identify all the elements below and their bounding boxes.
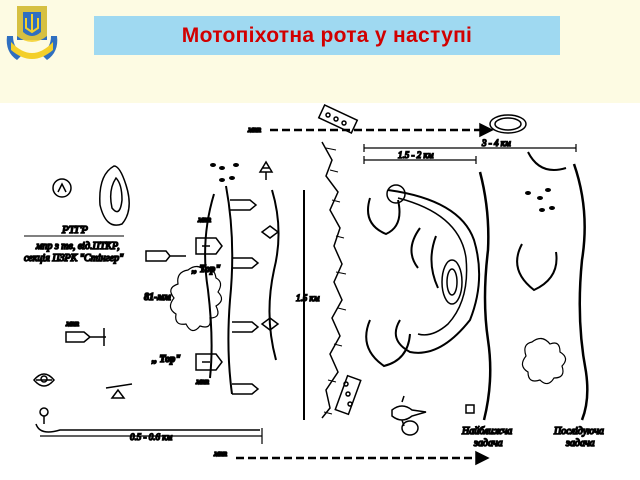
immediate-task-label-2: задача xyxy=(473,438,503,449)
artillery-area xyxy=(169,265,223,332)
mpp-mid-label: мпп xyxy=(197,215,211,224)
objective-ellipse-bottom xyxy=(401,420,419,436)
vehicle-left xyxy=(145,250,186,262)
enemy-arc-5 xyxy=(516,243,558,292)
mortar-icon xyxy=(105,383,133,399)
rtgr-composition: мпр з тв, від.ПТКР, xyxy=(35,241,120,252)
dim-1-5-km-label: 1.5 км xyxy=(296,293,320,303)
enemy-vehicle-top xyxy=(195,237,223,255)
obstacle-line xyxy=(321,141,343,419)
enemy-arc-3 xyxy=(430,235,439,289)
dim-3-4-km xyxy=(363,144,577,152)
diamond-2 xyxy=(260,317,280,331)
immediate-task-line xyxy=(478,171,492,421)
dots-group-top xyxy=(210,163,239,182)
dim-0-5-0-6-km xyxy=(40,428,263,444)
enemy-arc-4 xyxy=(365,319,411,368)
dim-1-5-2-km xyxy=(363,156,477,164)
minefield-box-bottom xyxy=(334,374,362,416)
objective-ellipse-top xyxy=(489,114,527,134)
subsequent-task-label-1: Послідуюча xyxy=(553,426,604,437)
mortar-81-label: 81-мм xyxy=(144,292,171,303)
dots-group-right xyxy=(525,188,555,212)
subsequent-task-line xyxy=(572,163,589,421)
rtgr-stinger: секція ПЗРК "Стінгер" xyxy=(24,253,124,264)
assault-curve-inner xyxy=(397,197,468,336)
minefield-box-top xyxy=(317,104,359,134)
mpp-left-label: мпп xyxy=(65,319,79,328)
coat-of-arms-icon xyxy=(6,6,58,60)
enemy-reserve-area xyxy=(521,337,567,385)
subsequent-task-label-2: задача xyxy=(565,438,595,449)
obstacle-ticks xyxy=(323,147,347,415)
unit-line-1 xyxy=(204,193,215,379)
dim-1-5-2-km-label: 1.5 - 2 км xyxy=(398,150,434,160)
mpp-low-label: мпп xyxy=(195,377,209,386)
flags-line-2 xyxy=(230,199,260,395)
mpp-bottom-label: мпп xyxy=(213,449,227,458)
attack-origin-circle xyxy=(386,184,406,204)
enemy-arc-1 xyxy=(367,197,401,236)
dim-3-4-km-label: 3 - 4 км xyxy=(481,138,511,148)
tor-bottom-label: ,, Тор" xyxy=(151,354,181,365)
page-title: Мотопіхотна рота у наступі xyxy=(181,23,473,47)
tree-icon xyxy=(258,160,274,180)
approach-arrow xyxy=(35,423,260,433)
enemy-vehicle-bottom xyxy=(195,353,223,371)
unit-line-2 xyxy=(225,185,234,395)
dim-0-5-0-6-km-label: 0.5 - 0.6 км xyxy=(130,432,172,442)
tactical-scheme: РТГР мпр з тв, від.ПТКР, секція ПЗРК "Ст… xyxy=(23,104,605,466)
recon-icon xyxy=(33,373,55,387)
enemy-arc-2 xyxy=(410,227,421,269)
observation-icon xyxy=(39,407,49,424)
command-post-icon xyxy=(52,178,72,198)
aircraft-icon xyxy=(391,395,427,427)
enemy-arc-6 xyxy=(527,151,567,171)
immediate-task-label-1: Найближча xyxy=(461,426,512,437)
rtgr-label: РТГР xyxy=(61,224,88,236)
assault-curve xyxy=(387,189,481,354)
mpp-top-label: мпп xyxy=(247,125,261,134)
strongpoint-inner xyxy=(441,259,463,305)
unit-line-3 xyxy=(268,189,280,361)
minefield-contour xyxy=(99,165,130,226)
vehicle-icon xyxy=(65,328,106,346)
title-banner: Мотопіхотна рота у наступі xyxy=(94,16,560,55)
task-marker-square xyxy=(465,404,475,414)
diamond-1 xyxy=(260,225,280,239)
